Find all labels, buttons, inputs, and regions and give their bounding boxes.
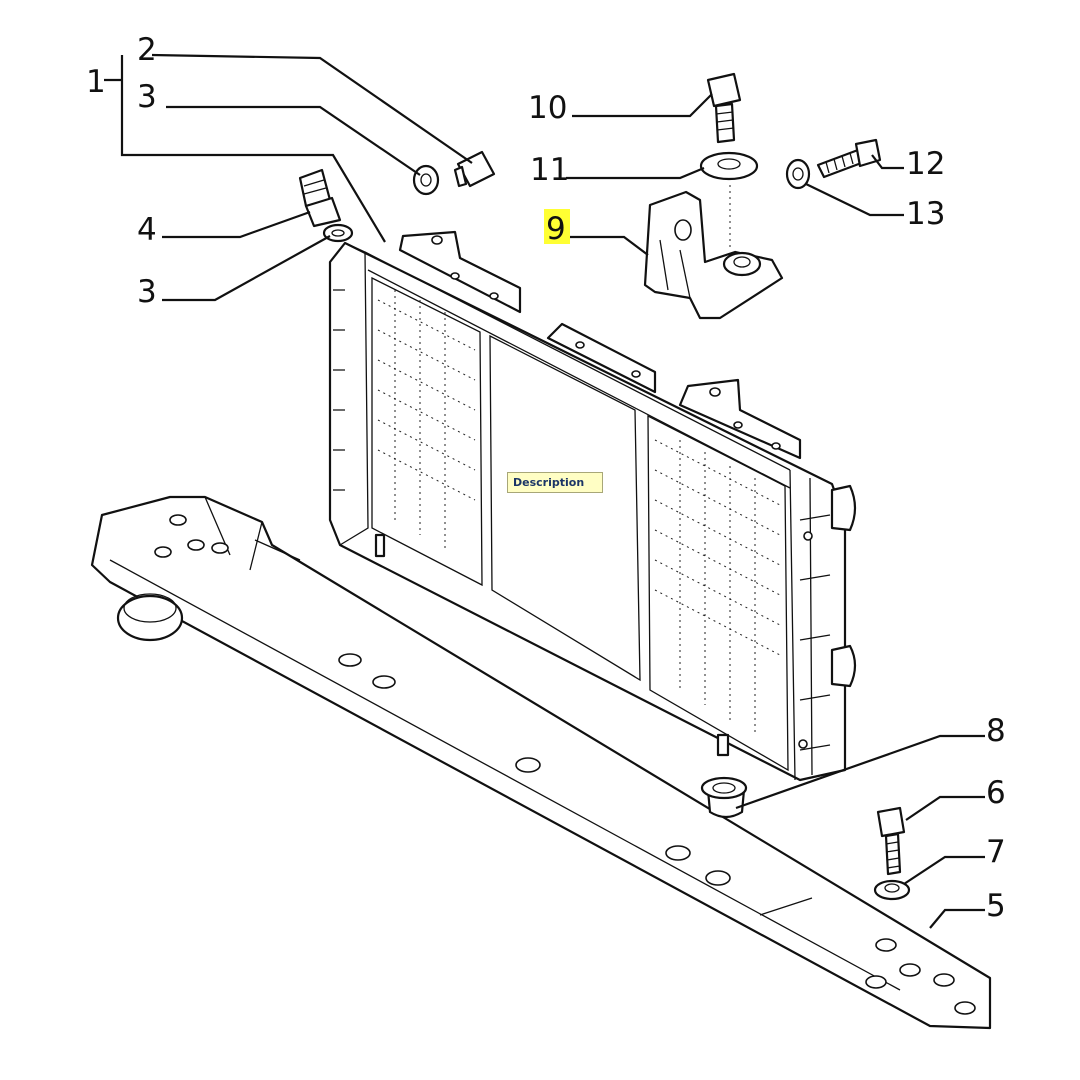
tooltip-text: Description xyxy=(513,476,585,489)
callout-12: 12 xyxy=(906,146,945,182)
callout-3-upper: 3 xyxy=(137,79,157,115)
callout-4: 4 xyxy=(137,212,157,248)
rubber-grommet xyxy=(700,776,748,819)
callout-2: 2 xyxy=(137,32,157,68)
washer-7 xyxy=(873,879,911,901)
washer-11 xyxy=(699,151,759,181)
callout-1: 1 xyxy=(86,64,106,100)
callout-10: 10 xyxy=(528,90,567,126)
callout-5: 5 xyxy=(986,888,1006,924)
callout-6: 6 xyxy=(986,775,1006,811)
bolt-12 xyxy=(816,138,882,179)
bolt-10 xyxy=(706,72,742,144)
callout-labels: 1 2 3 4 3 10 11 9 12 13 8 6 7 5 xyxy=(86,32,1006,924)
callout-7: 7 xyxy=(986,834,1006,870)
callout-9-highlight xyxy=(544,209,570,244)
crossmember xyxy=(90,495,992,1030)
callout-8: 8 xyxy=(986,713,1006,749)
mounting-bracket-9 xyxy=(643,185,784,320)
radiator xyxy=(328,230,857,782)
drain-valve-4 xyxy=(298,168,342,228)
callout-9: 9 xyxy=(546,211,566,247)
washer-3-upper xyxy=(412,164,440,196)
bleed-plug-2 xyxy=(453,150,496,188)
callout-3-lower: 3 xyxy=(137,274,157,310)
leader-lines xyxy=(104,53,985,929)
washer-13 xyxy=(785,158,811,190)
bolt-6 xyxy=(876,806,906,876)
description-tooltip: Description xyxy=(507,472,603,493)
washer-3-lower xyxy=(322,223,354,243)
callout-13: 13 xyxy=(906,196,945,232)
callout-11: 11 xyxy=(530,152,569,188)
